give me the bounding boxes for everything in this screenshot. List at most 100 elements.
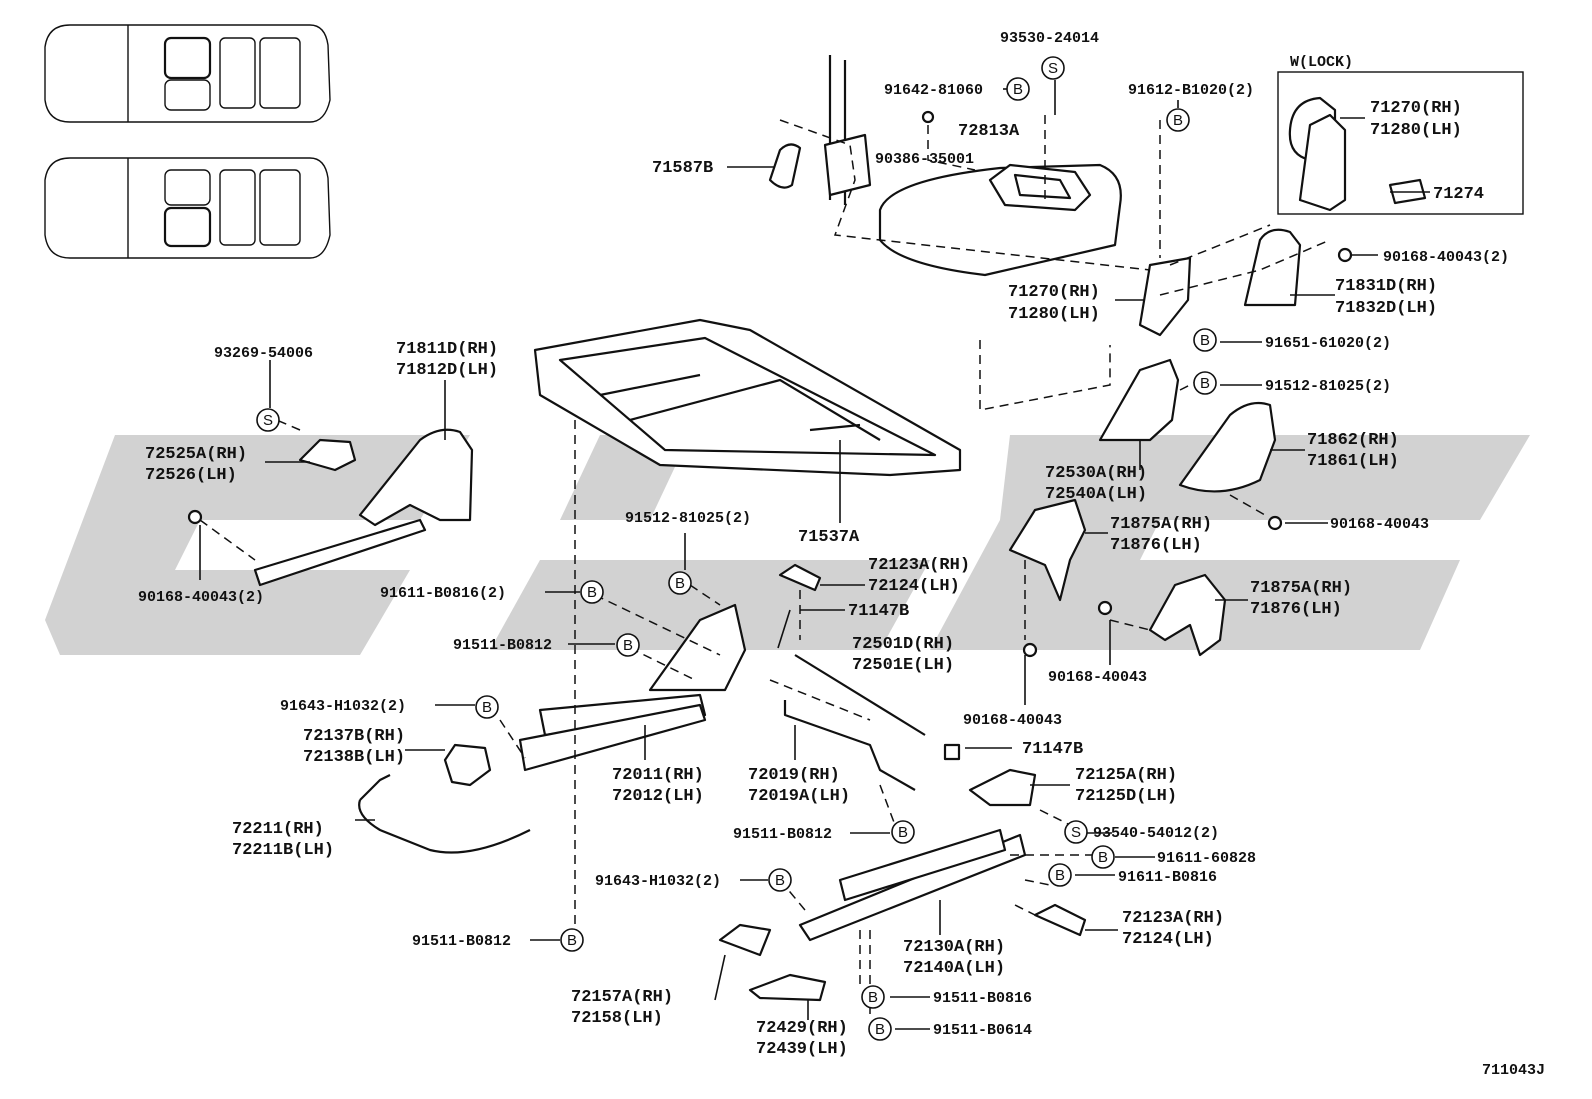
label-72158: 72158(LH) [571, 1009, 663, 1028]
label-72140A: 72140A(LH) [903, 959, 1005, 978]
label-71876-lower: 71876(LH) [1250, 600, 1342, 619]
svg-text:B: B [775, 872, 785, 889]
label-71831D: 71831D(RH) [1335, 277, 1437, 296]
svg-text:B: B [1200, 375, 1210, 392]
label-91511-B0812-mid: 91511-B0812 [733, 826, 832, 843]
label-72530A: 72530A(RH) [1045, 464, 1147, 483]
bolt-marker: B [868, 1017, 892, 1041]
label-90386-35001: 90386-35001 [875, 151, 974, 168]
label-71812D: 71812D(LH) [396, 361, 498, 380]
bolt-marker: B [891, 820, 915, 844]
label-91643-H1032-lower: 91643-H1032(2) [595, 873, 721, 890]
label-72813A: 72813A [958, 122, 1020, 141]
label-72125A: 72125A(RH) [1075, 766, 1177, 785]
recliner-cover-drawing [253, 428, 474, 587]
label-71876-upper: 71876(LH) [1110, 536, 1202, 555]
svg-text:S: S [263, 412, 273, 429]
seat-frame-drawing [533, 318, 962, 477]
label-90168-40043-center: 90168-40043 [963, 712, 1062, 729]
label-91511-B0614: 91511-B0614 [933, 1022, 1032, 1039]
label-71280-lh: 71280(LH) [1008, 305, 1100, 324]
label-72501D: 72501D(RH) [852, 635, 954, 654]
label-72526: 72526(LH) [145, 466, 237, 485]
label-71270-rh-inset: 71270(RH) [1370, 99, 1462, 118]
label-91512-81025-center: 91512-81025(2) [625, 510, 751, 527]
label-71147B-lower: 71147B [1022, 740, 1083, 759]
part-72501-rod [794, 654, 926, 736]
label-91511-B0812-upper: 91511-B0812 [453, 637, 552, 654]
svg-text:B: B [587, 584, 597, 601]
bolt-marker: B [475, 695, 499, 719]
svg-text:B: B [868, 989, 878, 1006]
svg-text:B: B [875, 1021, 885, 1038]
label-91512-81025-right: 91512-81025(2) [1265, 378, 1391, 395]
label-71274: 71274 [1433, 185, 1484, 204]
label-72123A-lower: 72123A(RH) [1122, 909, 1224, 928]
seat-cushion-drawing [828, 55, 1122, 277]
label-72123A-upper: 72123A(RH) [868, 556, 970, 575]
label-72124-lower: 72124(LH) [1122, 930, 1214, 949]
part-71270-plate [1138, 256, 1192, 337]
part-72125A [968, 768, 1037, 807]
svg-text:B: B [675, 575, 685, 592]
screw-marker: S [256, 408, 280, 432]
dashed-guides [199, 115, 1331, 1015]
svg-text:B: B [1173, 112, 1183, 129]
svg-text:B: B [623, 637, 633, 654]
label-wlock: W(LOCK) [1290, 54, 1353, 71]
label-71861: 71861(LH) [1307, 452, 1399, 471]
label-71875A-lower: 71875A(RH) [1250, 579, 1352, 598]
label-72011: 72011(RH) [612, 766, 704, 785]
part-71831-cover [1243, 228, 1302, 307]
svg-text:B: B [1055, 867, 1065, 884]
label-72137B: 72137B(RH) [303, 727, 405, 746]
bolt-marker: B [768, 868, 792, 892]
label-91511-B0816: 91511-B0816 [933, 990, 1032, 1007]
label-72211: 72211(RH) [232, 820, 324, 839]
label-72130A: 72130A(RH) [903, 938, 1005, 957]
label-71280-lh-inset: 71280(LH) [1370, 121, 1462, 140]
label-71587B: 71587B [652, 159, 713, 178]
label-90168-40043-2-left: 90168-40043(2) [138, 589, 264, 606]
svg-text:B: B [1013, 81, 1023, 98]
lock-inset-box [1277, 71, 1524, 215]
label-71270-rh: 71270(RH) [1008, 283, 1100, 302]
part-72429 [748, 973, 827, 1002]
label-90168-40043-2-right: 90168-40043(2) [1383, 249, 1509, 266]
lock-part-drawing [1288, 96, 1427, 212]
leader-lines [199, 80, 1430, 1030]
label-72019: 72019(RH) [748, 766, 840, 785]
bolt-marker: B [1193, 371, 1217, 395]
part-72019-link [783, 700, 916, 791]
part-71147B-clip [943, 743, 961, 761]
label-72138B: 72138B(LH) [303, 748, 405, 767]
bracket-drawing [823, 133, 872, 197]
screw-marker: S [1041, 56, 1065, 80]
label-91611-B0816-2: 91611-B0816(2) [380, 585, 506, 602]
label-71147B-upper: 71147B [848, 602, 909, 621]
label-72525A: 72525A(RH) [145, 445, 247, 464]
label-91651-61020: 91651-61020(2) [1265, 335, 1391, 352]
part-72123A-lower [1033, 903, 1087, 937]
part-72525A [298, 438, 357, 472]
svg-text:B: B [898, 824, 908, 841]
label-72012: 72012(LH) [612, 787, 704, 806]
label-91612-B1020: 91612-B1020(2) [1128, 82, 1254, 99]
label-72125D: 72125D(LH) [1075, 787, 1177, 806]
label-90168-40043-right-mid: 90168-40043 [1330, 516, 1429, 533]
label-72501E: 72501E(LH) [852, 656, 954, 675]
part-72211-wire [358, 774, 531, 854]
part-71875-cover-lower [1148, 573, 1227, 657]
label-72540A: 72540A(LH) [1045, 485, 1147, 504]
label-93530-24014: 93530-24014 [1000, 30, 1099, 47]
part-71875-cover-upper [1008, 498, 1087, 602]
svg-text:S: S [1048, 60, 1058, 77]
part-72137B [443, 743, 492, 787]
label-72429: 72429(RH) [756, 1019, 848, 1038]
label-93269-54006: 93269-54006 [214, 345, 313, 362]
part-72123A-upper [778, 563, 822, 592]
label-72019A: 72019A(LH) [748, 787, 850, 806]
label-71537A: 71537A [798, 528, 860, 547]
label-91642-81060: 91642-81060 [884, 82, 983, 99]
